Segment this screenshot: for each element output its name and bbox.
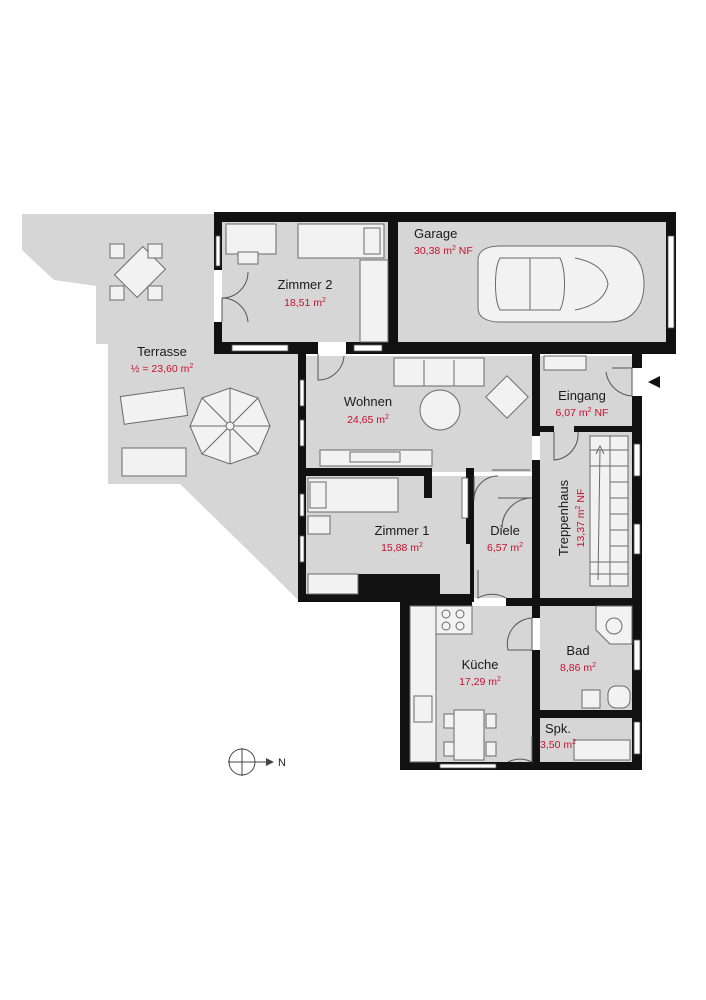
diele-floor [474,476,532,598]
coffee-table [419,389,461,431]
svg-text:½ = 23,60 m2: ½ = 23,60 m2 [131,363,194,375]
car-icon [477,245,645,323]
sofa [393,357,485,387]
compass-icon: N [228,748,286,776]
label-diele: Diele 6,57 m2 [487,523,523,554]
svg-text:Wohnen: Wohnen [344,394,392,409]
svg-text:Bad: Bad [566,643,589,658]
label-wohnen: Wohnen 24,65 m2 [344,394,392,426]
label-eingang: Eingang 6,07 m2 NF [556,388,609,419]
sun-loungers [119,387,189,477]
spk-shelf [573,739,631,761]
kitchen-counter [409,605,437,763]
shower [595,605,633,645]
umbrella-icon [189,387,271,465]
windows [215,235,675,769]
label-bad: Bad 8,86 m2 [560,643,596,674]
room-labels: Garage 30,38 m2 NF Zimmer 2 18,51 m2 Ter… [131,226,609,751]
svg-text:Garage: Garage [414,226,457,241]
staircase [589,435,629,587]
terrace-dining-set [109,243,167,301]
zimmer2-wardrobe [359,259,389,343]
label-garage: Garage 30,38 m2 NF [414,226,473,257]
svg-text:Zimmer 2: Zimmer 2 [278,277,333,292]
svg-text:8,86 m2: 8,86 m2 [560,662,596,674]
furniture [109,223,645,763]
svg-text:Diele: Diele [490,523,520,538]
washbasin [581,689,601,709]
svg-text:6,57 m2: 6,57 m2 [487,542,523,554]
svg-text:Spk.: Spk. [545,721,571,736]
label-spk: Spk. 3,50 m2 [540,721,576,751]
toilet [607,685,631,709]
svg-text:Terrasse: Terrasse [137,344,187,359]
label-kueche: Küche 17,29 m2 [459,657,501,688]
svg-text:30,38 m2 NF: 30,38 m2 NF [414,245,473,257]
zimmer2-desk [225,223,277,255]
svg-text:6,07 m2 NF: 6,07 m2 NF [556,407,609,419]
svg-text:24,65 m2: 24,65 m2 [347,414,389,426]
svg-text:15,88 m2: 15,88 m2 [381,542,423,554]
sink [413,695,433,723]
label-treppenhaus: Treppenhaus 13,37 m2 NF [556,479,587,556]
svg-text:3,50 m2: 3,50 m2 [540,739,576,751]
svg-text:Eingang: Eingang [558,388,606,403]
svg-text:13,37 m2 NF: 13,37 m2 NF [575,489,587,548]
svg-text:18,51 m2: 18,51 m2 [284,297,326,309]
armchair [485,375,529,419]
svg-text:17,29 m2: 17,29 m2 [459,676,501,688]
doors [221,271,633,763]
eingang-shelf [543,355,587,371]
entrance-arrow-icon [648,376,660,388]
dining-table [453,709,485,761]
zimmer1-desk [307,573,359,595]
svg-text:Zimmer 1: Zimmer 1 [375,523,430,538]
label-zimmer2: Zimmer 2 18,51 m2 [278,277,333,309]
compass-label: N [278,757,286,769]
svg-text:Küche: Küche [462,657,499,672]
svg-text:Treppenhaus: Treppenhaus [556,479,571,556]
label-zimmer1: Zimmer 1 15,88 m2 [375,523,430,554]
label-terrasse: Terrasse ½ = 23,60 m2 [131,344,194,375]
